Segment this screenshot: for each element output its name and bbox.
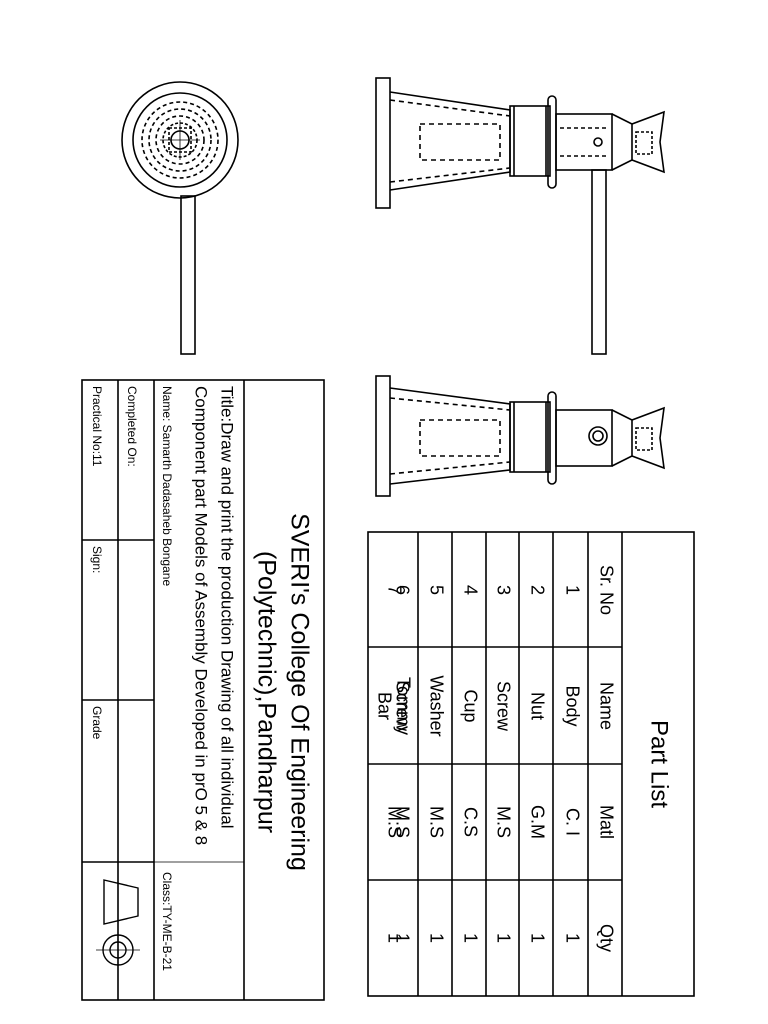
row-qty: 1 xyxy=(426,933,446,943)
header-matl: Matl xyxy=(596,805,616,839)
title-block-text: SVERI's College Of Engineering (Polytech… xyxy=(90,386,314,971)
row-material: M.S xyxy=(493,806,513,838)
row-sr-no: 1 xyxy=(562,585,582,595)
header-name: Name xyxy=(596,682,616,730)
top-view-drawing xyxy=(121,81,239,355)
row-name: Screw xyxy=(392,681,412,732)
row-sr-no: 7 xyxy=(384,585,404,595)
row-qty: 1 xyxy=(460,933,480,943)
row-name: Washer xyxy=(426,675,446,736)
drawing-title-line2: Component part Models of Assembly Develo… xyxy=(192,386,211,845)
college-name-line1: SVERI's College Of Engineering xyxy=(285,513,313,871)
row-name: Cup xyxy=(460,689,480,722)
front-view-drawing xyxy=(375,77,665,355)
grade-label: Grade xyxy=(90,706,104,740)
student-name: Name: Samarth Dadasaheb Bongane xyxy=(160,386,174,586)
row-material: C.S xyxy=(460,807,480,837)
part-list-heading: Part List xyxy=(646,720,673,808)
practical-no-label: Practical No:11 xyxy=(90,386,104,467)
class-label: Class:TY-ME-B-21 xyxy=(160,872,174,971)
sign-label: Sign: xyxy=(90,546,104,573)
row-qty: 1 xyxy=(392,933,412,943)
row-name: Nut xyxy=(527,692,547,720)
row-material: C. I xyxy=(562,808,582,836)
row-sr-no: 5 xyxy=(426,585,446,595)
part-list-text: Part List Sr. No Name Matl Qty xyxy=(596,565,672,952)
college-name-line2: (Polytechnic),Pandharpur xyxy=(252,551,280,833)
side-view-drawing xyxy=(375,375,665,497)
row-material: M.S xyxy=(392,806,412,838)
row-name: Screw xyxy=(493,681,513,732)
drawing-title-line1: Title:Draw and print the production Draw… xyxy=(218,386,237,829)
row-qty: 1 xyxy=(527,933,547,943)
row-qty: 1 xyxy=(493,933,513,943)
row-sr-no: 2 xyxy=(527,585,547,595)
title-block xyxy=(81,379,325,1001)
row-name: Body xyxy=(562,685,582,726)
row-material: G.M xyxy=(527,805,547,839)
header-sr-no: Sr. No xyxy=(596,565,616,615)
row-material: M.S xyxy=(426,806,446,838)
header-qty: Qty xyxy=(596,924,616,952)
projection-symbol xyxy=(96,879,140,972)
row-sr-no: 6 xyxy=(392,585,412,595)
row-qty: 1 xyxy=(384,933,404,943)
row-qty: 1 xyxy=(562,933,582,943)
part-list-table xyxy=(367,531,695,997)
row-sr-no: 3 xyxy=(493,585,513,595)
row-name: Tommy xyxy=(393,677,413,735)
row-sr-no: 4 xyxy=(460,585,480,595)
completed-on-label: Completed On: xyxy=(125,386,139,467)
row-material: M.S xyxy=(384,806,404,838)
row-name-line2: Bar xyxy=(374,692,394,720)
